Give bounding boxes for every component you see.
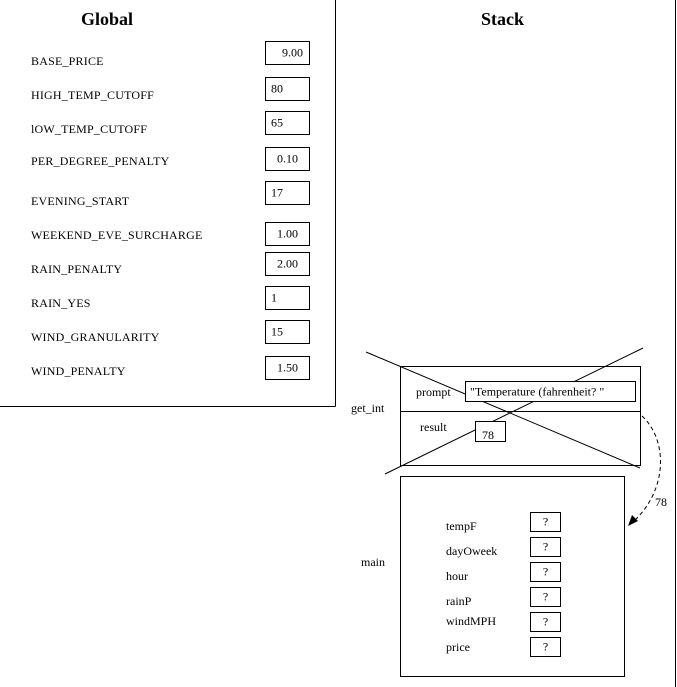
- global-var-value: 1.50: [277, 360, 298, 375]
- main-var-name: windMPH: [446, 614, 497, 628]
- global-var-value: 9.00: [282, 45, 303, 60]
- main-var-value-box: ?: [530, 562, 561, 582]
- global-var-name: WEEKEND_EVE_SURCHARGE: [31, 228, 203, 242]
- main-var-name: price: [446, 640, 470, 654]
- global-var-value-box: 1: [265, 286, 310, 310]
- main-var-value: ?: [542, 589, 549, 604]
- frame-label-get-int: get_int: [351, 401, 385, 415]
- global-var-value: 15: [271, 324, 283, 339]
- result-value-box: 78: [475, 421, 506, 442]
- global-var-name: PER_DEGREE_PENALTY: [31, 154, 170, 168]
- main-var-name: tempF: [446, 519, 477, 533]
- global-var-name: EVENING_START: [31, 194, 130, 208]
- return-arrowhead: [628, 515, 638, 526]
- main-var-value: ?: [542, 514, 549, 529]
- main-var-name: dayOweek: [446, 544, 498, 558]
- main-var-value: ?: [542, 539, 549, 554]
- global-var-value: 65: [271, 115, 283, 130]
- global-var-name: HIGH_TEMP_CUTOFF: [31, 88, 154, 102]
- global-var-value-box: 9.00: [265, 41, 310, 65]
- global-var-name: WIND_PENALTY: [31, 364, 126, 378]
- global-var-value: 17: [271, 185, 283, 200]
- global-var-value-box: 65: [265, 111, 310, 135]
- global-var-name: WIND_GRANULARITY: [31, 330, 160, 344]
- prompt-value: "Temperature (fahrenheit? ": [470, 384, 605, 398]
- global-var-value-box: 15: [265, 320, 310, 344]
- main-var-value: ?: [542, 614, 549, 629]
- main-var-value-box: ?: [530, 587, 561, 607]
- main-var-value-box: ?: [530, 637, 561, 657]
- global-var-value-box: 2.00: [265, 252, 310, 276]
- global-var-value: 0.10: [277, 151, 298, 166]
- prompt-value-box: "Temperature (fahrenheit? ": [465, 381, 636, 402]
- stack-heading: Stack: [481, 9, 525, 29]
- main-var-value-box: ?: [530, 512, 561, 532]
- result-label: result: [420, 420, 447, 434]
- main-var-value: ?: [542, 564, 549, 579]
- main-frame: [400, 476, 625, 677]
- global-heading: Global: [81, 9, 134, 29]
- main-var-value: ?: [542, 639, 549, 654]
- global-var-value: 80: [271, 81, 283, 96]
- global-var-name: RAIN_PENALTY: [31, 262, 123, 276]
- result-value: 78: [482, 428, 494, 442]
- global-var-value-box: 1.50: [265, 356, 310, 380]
- prompt-label: prompt: [416, 385, 451, 399]
- main-var-name: hour: [446, 569, 468, 583]
- get-int-frame: [400, 366, 641, 466]
- global-var-value-box: 0.10: [265, 147, 310, 171]
- global-var-value-box: 80: [265, 77, 310, 101]
- global-var-name: RAIN_YES: [31, 296, 91, 310]
- main-var-value-box: ?: [530, 612, 561, 632]
- main-var-value-box: ?: [530, 537, 561, 557]
- global-var-value: 2.00: [277, 256, 298, 271]
- global-var-name: BASE_PRICE: [31, 54, 104, 68]
- global-var-value: 1.00: [277, 226, 298, 241]
- global-var-value: 1: [271, 290, 277, 305]
- global-var-value-box: 1.00: [265, 222, 310, 246]
- crossout-line: [384, 347, 644, 475]
- crossout-line: [365, 351, 641, 469]
- frame-label-main: main: [361, 555, 385, 569]
- return-value-label: 78: [655, 495, 667, 509]
- global-var-name: lOW_TEMP_CUTOFF: [31, 122, 148, 136]
- main-var-name: rainP: [446, 594, 472, 608]
- global-var-value-box: 17: [265, 181, 310, 205]
